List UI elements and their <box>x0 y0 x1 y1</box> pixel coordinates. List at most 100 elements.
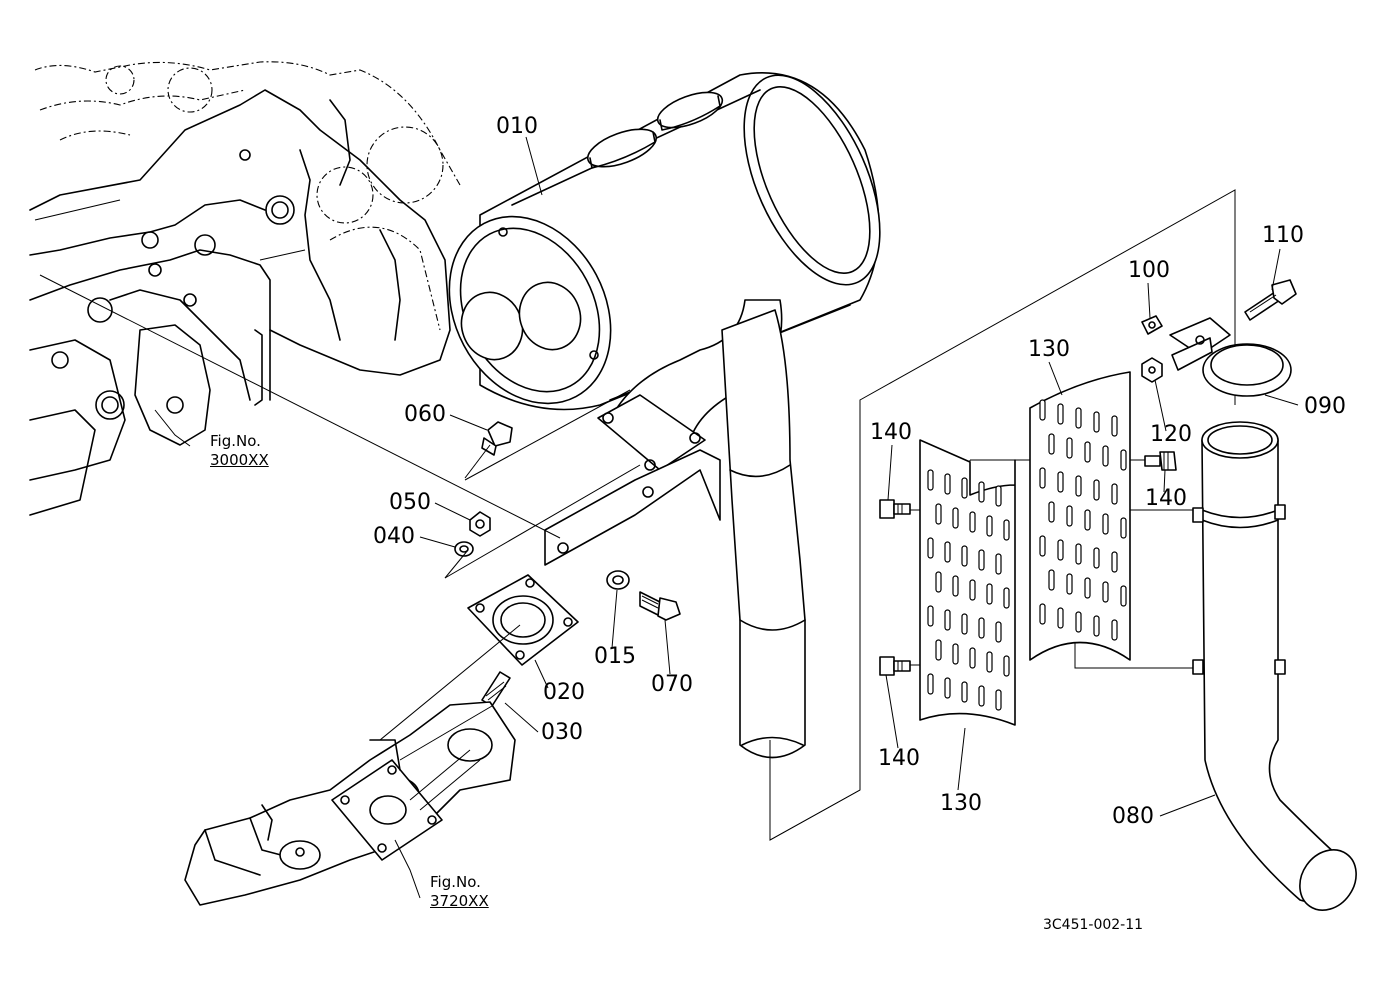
gasket-020 <box>467 574 579 666</box>
perforation-slot <box>1057 471 1064 493</box>
perforation-slot <box>952 575 959 597</box>
figure-ref-label: Fig.No. <box>210 432 261 450</box>
perforation-slot <box>978 549 985 571</box>
perforation-slot <box>944 677 951 699</box>
perforation-slot <box>1120 449 1127 471</box>
perforation-slot <box>1048 501 1055 523</box>
callout-070: 070 <box>651 672 693 697</box>
perforation-slot <box>935 639 942 661</box>
perforation-slot <box>978 481 985 503</box>
perforation-slot <box>1039 535 1046 557</box>
perforation-slot <box>969 647 976 669</box>
perforation-slot <box>986 583 993 605</box>
heat-shield-130-front <box>919 439 1016 726</box>
plug-060 <box>481 421 513 456</box>
perforation-slot <box>1003 519 1010 541</box>
callout-060: 060 <box>404 402 446 427</box>
figure-ref-label: Fig.No. <box>430 873 481 891</box>
figure-ref-number: 3720XX <box>430 891 489 910</box>
perforation-slot <box>935 503 942 525</box>
callout-140-lower-left: 140 <box>878 746 920 771</box>
perforation-slot <box>927 537 934 559</box>
perforation-slot <box>1039 603 1046 625</box>
perforation-slot <box>952 643 959 665</box>
perforation-slot <box>944 473 951 495</box>
perforation-slot <box>995 485 1002 507</box>
drawing-code: 3C451-002-11 <box>1043 917 1144 933</box>
stud-030 <box>481 671 511 707</box>
perforation-slot <box>995 553 1002 575</box>
perforation-slot <box>961 681 968 703</box>
perforation-slot <box>1075 407 1082 429</box>
perforation-slot <box>969 511 976 533</box>
perforation-slot <box>944 609 951 631</box>
engine-block <box>29 61 461 516</box>
perforation-slot <box>935 571 942 593</box>
bolt-110 <box>1244 279 1297 321</box>
perforation-slot <box>1120 585 1127 607</box>
bolt-070 <box>639 591 681 621</box>
bolt-140-left-upper <box>879 499 911 519</box>
callout-140-upper-left: 140 <box>870 420 912 445</box>
callout-090: 090 <box>1304 394 1346 419</box>
perforation-slot <box>1066 437 1073 459</box>
bolt-140-left-lower <box>879 656 911 676</box>
perforation-slot <box>1102 581 1109 603</box>
perforation-slot <box>1057 539 1064 561</box>
perforation-slot <box>969 579 976 601</box>
perforation-slot <box>1066 505 1073 527</box>
clamp-090 <box>1169 317 1292 397</box>
washer-015 <box>606 570 630 590</box>
callout-100: 100 <box>1128 258 1170 283</box>
perforation-slot <box>961 613 968 635</box>
perforation-slot <box>927 673 934 695</box>
callout-leaders <box>154 136 1299 899</box>
perforation-slot <box>1039 399 1046 421</box>
perforation-slot <box>1093 411 1100 433</box>
callout-110: 110 <box>1262 223 1304 248</box>
perforation-slot <box>1003 587 1010 609</box>
perforation-slot <box>1120 517 1127 539</box>
callout-130-lower: 130 <box>940 791 982 816</box>
perforation-slot <box>1066 573 1073 595</box>
perforation-slot <box>927 605 934 627</box>
perforation-slot <box>1084 509 1091 531</box>
perforation-slot <box>1084 441 1091 463</box>
perforation-slot <box>1048 569 1055 591</box>
perforation-slot <box>952 507 959 529</box>
bolt-140-upper-right <box>1144 451 1177 471</box>
washer-040 <box>454 541 474 557</box>
perforation-slot <box>1102 445 1109 467</box>
muffler-010 <box>448 72 881 759</box>
perforation-slot <box>961 545 968 567</box>
perforation-slot <box>1111 551 1118 573</box>
perforation-slot <box>927 469 934 491</box>
figure-ref-number: 3000XX <box>210 450 269 469</box>
perforation-slot <box>1111 415 1118 437</box>
exhaust-manifold <box>184 701 516 906</box>
callout-020: 020 <box>543 680 585 705</box>
perforation-slot <box>986 651 993 673</box>
perforation-slot <box>1048 433 1055 455</box>
callout-030: 030 <box>541 720 583 745</box>
figure-ref-engine[interactable]: Fig.No. 3000XX <box>210 432 269 470</box>
perforation-slot <box>1102 513 1109 535</box>
perforation-slot <box>1093 479 1100 501</box>
muffler-flange-bracket <box>544 394 721 566</box>
callout-140-upper-right: 140 <box>1145 486 1187 511</box>
perforation-slot <box>986 515 993 537</box>
figure-ref-manifold[interactable]: Fig.No. 3720XX <box>430 873 489 911</box>
perforation-slot <box>1111 619 1118 641</box>
callout-010: 010 <box>496 114 538 139</box>
nut-120 <box>1141 357 1163 383</box>
perforation-slot <box>1093 615 1100 637</box>
callout-015: 015 <box>594 644 636 669</box>
perforation-slot <box>978 685 985 707</box>
perforation-slot <box>1075 475 1082 497</box>
perforation-slot <box>1075 543 1082 565</box>
washer-100 <box>1141 315 1163 335</box>
perforation-slot <box>995 689 1002 711</box>
perforation-slot <box>1057 403 1064 425</box>
